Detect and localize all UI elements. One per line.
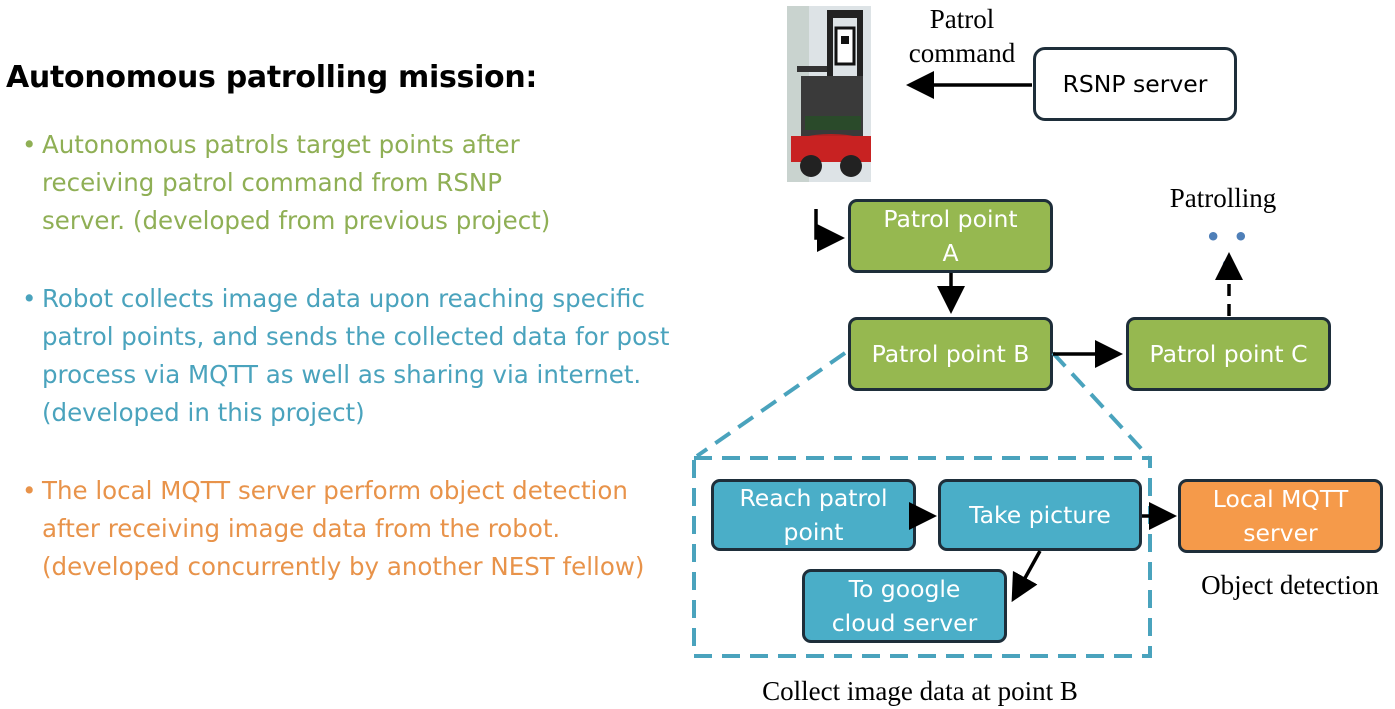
reach-patrol-point-box: Reach patrol point — [711, 479, 916, 551]
rsnp-server-box: RSNP server — [1033, 47, 1237, 121]
bullet-dot: • — [22, 284, 37, 313]
patrol-point-a-label: Patrol point A — [883, 205, 1018, 267]
arrow-entry-to-a — [814, 209, 845, 252]
bullet-text: The local MQTT server perform object det… — [42, 476, 645, 581]
take-picture-box: Take picture — [938, 479, 1142, 551]
reach-patrol-point-label: Reach patrol point — [739, 484, 888, 546]
callout-dashed-right — [1051, 351, 1150, 458]
robot-photo — [787, 6, 871, 182]
bullet-image-collection: • Robot collects image data upon reachin… — [22, 280, 672, 432]
callout-dashed-box — [692, 456, 1152, 658]
google-cloud-box: To google cloud server — [802, 569, 1007, 643]
arrow-picture-to-google — [1011, 550, 1042, 603]
callout-dashed-left — [695, 351, 847, 458]
bullet-dot: • — [22, 476, 37, 505]
patrol-point-c-box: Patrol point C — [1126, 317, 1331, 391]
bullet-text: Robot collects image data upon reaching … — [42, 284, 670, 427]
patrol-point-c-label: Patrol point C — [1149, 340, 1308, 368]
patrolling-label: Patrolling — [1169, 183, 1277, 213]
collect-image-caption: Collect image data at point B — [762, 676, 1078, 706]
local-mqtt-label: Local MQTT server — [1212, 485, 1349, 547]
local-mqtt-box: Local MQTT server — [1178, 479, 1383, 553]
patrol-point-b-label: Patrol point B — [871, 340, 1030, 368]
patrol-command-label: Patrol command — [908, 4, 1016, 68]
patrol-point-b-box: Patrol point B — [848, 317, 1053, 391]
take-picture-label: Take picture — [969, 501, 1111, 529]
rsnp-server-label: RSNP server — [1062, 70, 1208, 98]
bullet-object-detection: • The local MQTT server perform object d… — [22, 472, 672, 586]
bullet-dot: • — [22, 130, 37, 159]
bullet-text: Autonomous patrols target points after r… — [42, 130, 551, 235]
object-detection-label: Object detection — [1201, 570, 1379, 600]
bullet-autonomous-patrol: • Autonomous patrols target points after… — [22, 126, 672, 240]
google-cloud-label: To google cloud server — [831, 575, 978, 637]
slide-title: Autonomous patrolling mission: — [6, 60, 538, 95]
patrol-point-a-box: Patrol point A — [848, 199, 1053, 273]
